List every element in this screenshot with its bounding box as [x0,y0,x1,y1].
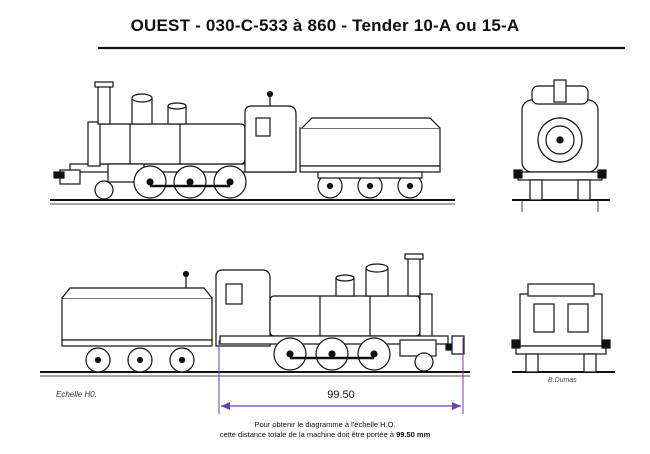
top-tender-wheels [317,173,423,199]
dimension-value: 99.50 [327,389,355,401]
bottom-chimney [407,255,421,297]
scale-note-value: 99.50 mm [396,430,431,439]
top-chimney [97,83,111,125]
scale-note-line2-text: cette distance totale de la machine doit… [219,430,397,439]
top-loco-wheels [94,165,247,200]
bottom-tender-wheels [85,347,195,373]
scale-note-line2: cette distance totale de la machine doit… [0,430,650,440]
top-front-view [512,79,610,212]
bottom-loco-wheels [273,337,434,372]
bottom-tender-body [61,297,213,341]
top-side-view [50,81,455,205]
dimension-arrow-left [221,402,230,410]
bottom-side-view [40,253,470,377]
author-signature: B.Dumas [548,377,577,384]
scale-label: Echelle H0. [56,390,97,399]
top-tender-body [299,127,441,167]
dimension-arrow-right [452,402,461,410]
scale-note: Pour obtenir le diagramme à l'échelle H.… [0,420,650,440]
diagram-title: OUEST - 030-C-533 à 860 - Tender 10-A ou… [130,16,520,35]
dimension-measure: 99.50 [218,338,464,414]
scale-note-line1: Pour obtenir le diagramme à l'échelle H.… [254,420,396,429]
bottom-rear-view [511,283,615,373]
